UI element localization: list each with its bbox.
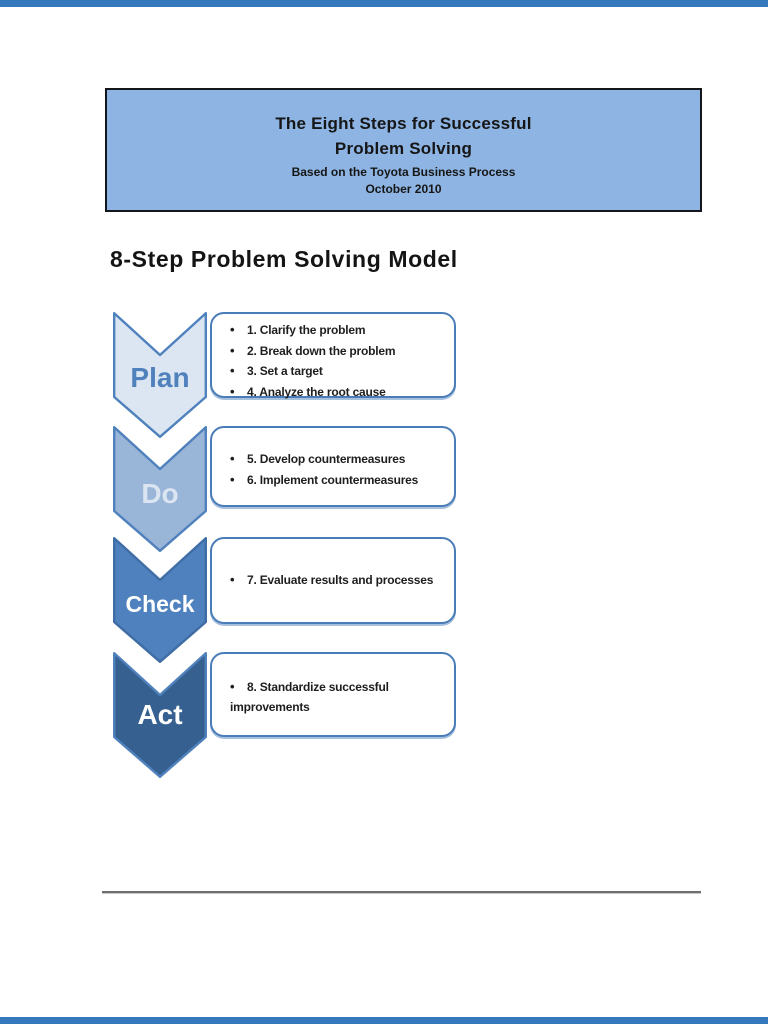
chevron-check: Check: [113, 537, 207, 663]
doc-date: October 2010: [365, 182, 442, 196]
step-item: 2. Break down the problem: [221, 341, 446, 362]
chevron-label-do: Do: [141, 478, 179, 509]
step-item-list: 8. Standardize successful improvements: [212, 677, 454, 717]
horizontal-rule: [102, 891, 701, 893]
doc-subtitle: Based on the Toyota Business Process: [291, 165, 516, 179]
step-item-list: 5. Develop countermeasures 6. Implement …: [212, 449, 454, 490]
document-header-box: The Eight Steps for Successful Problem S…: [105, 88, 702, 212]
step-item: 4. Analyze the root cause: [221, 382, 446, 403]
doc-title-line1: The Eight Steps for Successful: [275, 114, 532, 133]
chevron-plan: Plan: [113, 312, 207, 438]
chevron-label-act: Act: [137, 699, 183, 730]
step-item-list: 1. Clarify the problem 2. Break down the…: [212, 320, 454, 402]
chevron-act: Act: [113, 652, 207, 778]
chevron-down-shape: [113, 426, 207, 552]
step-box-plan: 1. Clarify the problem 2. Break down the…: [210, 312, 456, 399]
step-box-do: 5. Develop countermeasures 6. Implement …: [210, 426, 456, 507]
step-item: 6. Implement countermeasures: [221, 470, 446, 491]
step-box-check: 7. Evaluate results and processes: [210, 537, 456, 624]
doc-title-line2: Problem Solving: [334, 139, 473, 158]
step-box-act: 8. Standardize successful improvements: [210, 652, 456, 737]
viewer-bottom-edge-bar: [0, 1017, 768, 1024]
chevron-label-plan: Plan: [130, 362, 190, 393]
step-item-list: 7. Evaluate results and processes: [212, 570, 441, 591]
step-item: 3. Set a target: [221, 361, 446, 382]
step-item: 7. Evaluate results and processes: [221, 570, 433, 591]
chevron-label-check: Check: [125, 591, 195, 617]
chevron-down-shape: [113, 312, 207, 438]
step-item: 5. Develop countermeasures: [221, 449, 446, 470]
section-title: 8-Step Problem Solving Model: [110, 246, 458, 272]
chevron-do: Do: [113, 426, 207, 552]
step-item: 8. Standardize successful improvements: [221, 677, 446, 717]
viewer-top-edge-bar: [0, 0, 768, 7]
chevron-down-shape: [113, 537, 207, 663]
chevron-down-shape: [113, 652, 207, 778]
step-item: 1. Clarify the problem: [221, 320, 446, 341]
